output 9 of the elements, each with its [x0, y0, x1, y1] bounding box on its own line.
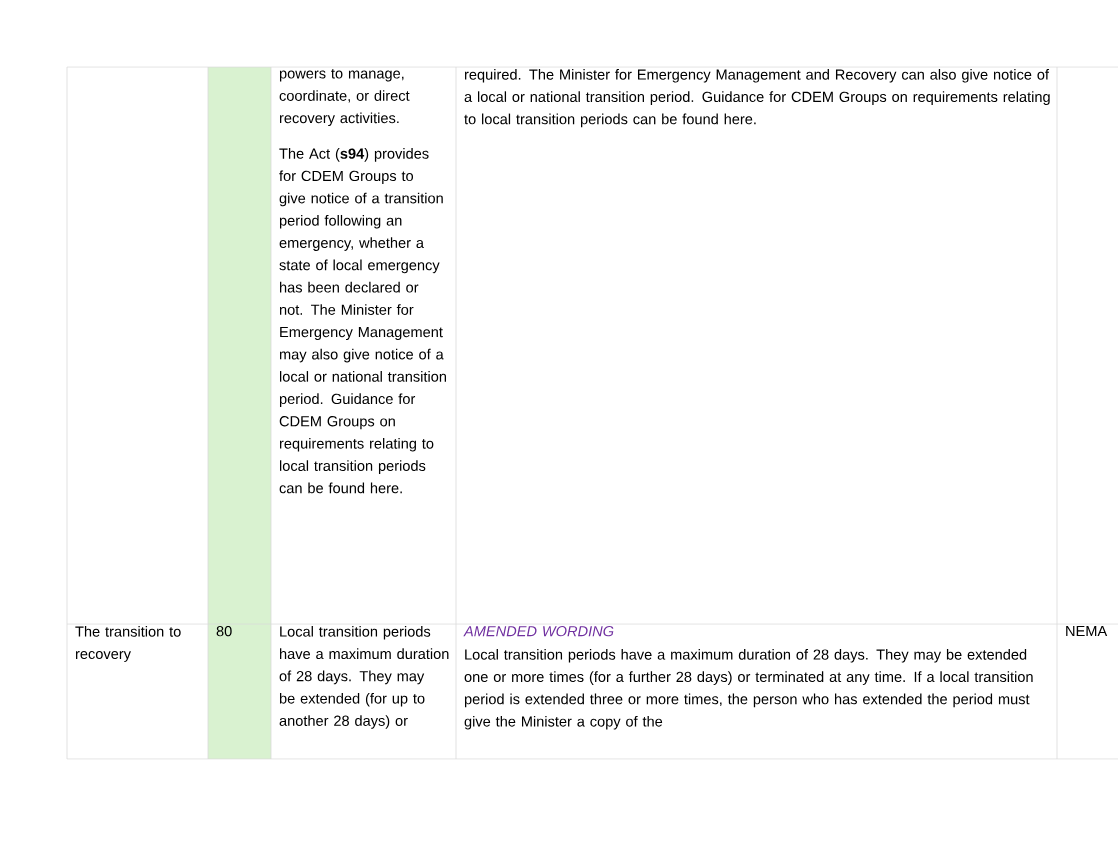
- cell-text: NEMA: [1066, 626, 1108, 637]
- cell-text: The Act (s94) provides for CDEM Groups to give notice of a transition period following an emergency, whether a state of local emergency has been declared or not. The Minister for Emergency Management may also give notice of a local or national transition period. Guidance for CDEM Groups on requirements relating to local transition periods can be found here.: [279, 148, 446, 494]
- cell-text: 80: [216, 626, 232, 637]
- cell-text: required. The Minister for Emergency Management and Recovery can also give notice of a local or national transition period. Guidance for CDEM Groups on requirements relating to local transition periods can be found here.: [464, 69, 1050, 128]
- cell-text: powers to manage, coordinate, or direct recovery activities.: [279, 69, 410, 127]
- cell-text: Local transition periods have a maximum duration of 28 days. They may be extended one or more times (for a further 28 days) or terminated at any time. If a local transition period is extended three or more times, the person who has extended the period must give the Minister a copy of the: [464, 649, 1033, 730]
- cell-text: Local transition periods have a maximum duration of 28 days. They may be extended (for up to another 28 days) or: [279, 626, 449, 729]
- cell-text: The transition to recovery: [75, 626, 181, 662]
- amended-heading: AMENDED WORDING: [463, 626, 614, 637]
